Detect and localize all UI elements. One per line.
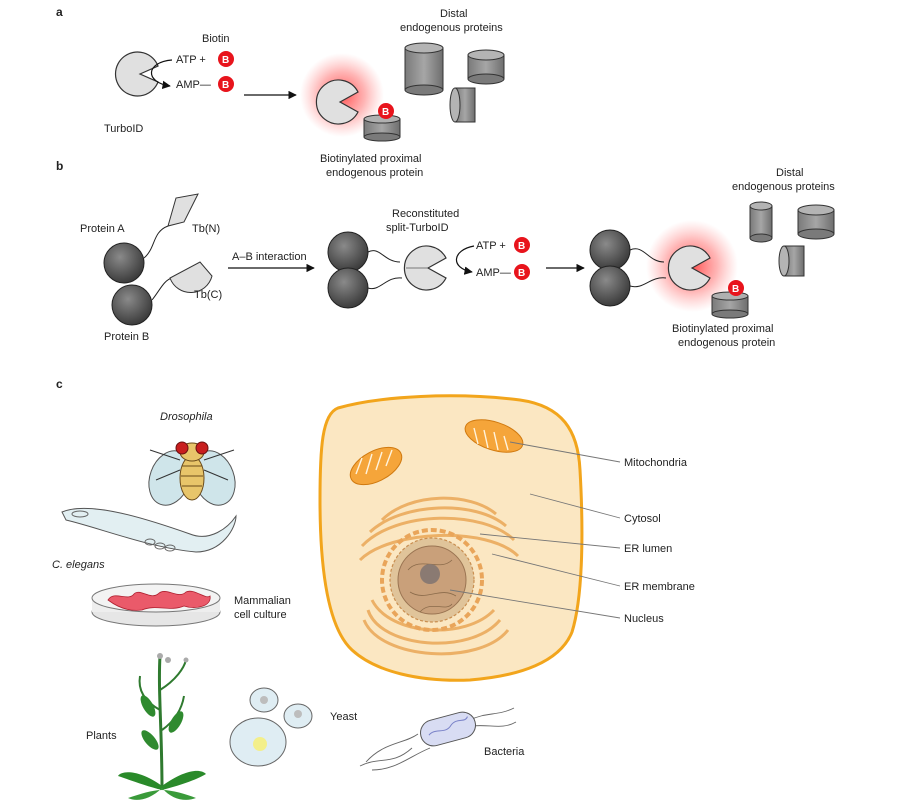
mitochondria-label: Mitochondria [624,457,688,469]
bound-protein-b-icon [327,267,369,309]
drosophila-icon [148,441,236,506]
distal-protein-cylinder-icon [449,87,476,123]
nucleus-label: Nucleus [624,613,664,625]
biotin-badge-amp-b [514,264,530,280]
biotin-badge-atp-b [514,237,530,253]
distal-protein-cylinder-b-icon [797,204,835,240]
proximal-label-line2: endogenous protein [326,167,423,179]
final-protein-b-icon [589,265,631,307]
er-network [358,496,520,656]
er-lumen-label: ER lumen [624,543,672,555]
drosophila-label: Drosophila [160,411,213,423]
biotin-badge-amp [218,76,234,92]
nucleolus [420,564,440,584]
yeast-icon [229,687,313,767]
biotin-badge-amp-b-text: B [518,268,525,279]
protein-a-sphere-icon [103,242,145,284]
final-protein-a-icon [589,229,631,271]
mammalian-line1: Mammalian [234,595,291,607]
curved-arrow-icon [150,59,173,89]
biotin-tag-proximal-b [728,280,744,296]
cell-culture-dish-icon [91,583,221,627]
mammalian-line2: cell culture [234,609,287,621]
proximal-label-line1: Biotinylated proximal [320,153,422,165]
leader-cytosol [529,493,621,519]
mitochondrion-icon [464,419,524,453]
panel-c-letter: c [56,377,63,391]
panel-b: b Protein A Protein B Tb(N) Tb(C) A–B in… [56,159,835,349]
plant-icon [118,653,206,800]
cell-membrane [318,394,584,682]
proximal-protein-cylinder-icon [363,114,401,142]
distal-b-line2: endogenous proteins [732,181,835,193]
linker-a [143,225,169,259]
bacteria-icon [359,707,517,771]
yeast-label: Yeast [330,711,357,723]
biotin-label: Biotin [202,33,230,45]
distal-label-line2: endogenous proteins [400,22,503,34]
tb-c-fragment-icon [169,261,213,294]
amp-label-b: AMP— [476,267,511,279]
biotin-badge-amp-text: B [222,80,229,91]
atp-label: ATP + [176,54,206,66]
turboid-label: TurboID [104,123,143,135]
tb-n-label: Tb(N) [192,223,220,235]
leader-nucleus [449,589,621,619]
protein-a-label: Protein A [80,223,125,235]
protein-b-label: Protein B [104,331,149,343]
final-linkers [629,248,667,288]
distal-protein-cylinder-icon [404,42,444,96]
cell-diagram: Mitochondria Cytosol ER lumen ER membran… [318,394,695,682]
turboid-bound-icon [315,79,359,125]
biotin-badge-atp-b-text: B [518,241,525,252]
biotin-badge-atp-text: B [222,55,229,66]
proximal-b-line1: Biotinylated proximal [672,323,774,335]
distal-protein-cylinder-b-icon [749,201,773,243]
protein-b-sphere-icon [111,284,153,326]
bacteria-label: Bacteria [484,746,525,758]
tb-c-label: Tb(C) [194,289,222,301]
panel-b-letter: b [56,159,63,173]
mitochondrion-icon [349,446,403,486]
tb-n-fragment-icon [167,193,199,227]
bound-linkers [367,250,403,290]
turboid-enzyme-icon [114,51,159,97]
proximal-b-line2: endogenous protein [678,337,775,349]
er-membrane-label: ER membrane [624,581,695,593]
biotin-tag-proximal-text: B [382,107,389,118]
distal-protein-cylinder-b-icon [778,245,805,277]
final-turboid-icon [667,245,711,291]
distal-b-line1: Distal [776,167,804,179]
proximal-protein-cylinder-b-icon [711,291,749,319]
c-elegans-icon [61,507,237,553]
panel-a-letter: a [56,5,63,19]
panel-c: c Drosophila C. elegans [52,377,695,800]
recon-label-line2: split-TurboID [386,222,449,234]
biotin-tag-proximal-b-text: B [732,284,739,295]
cytosol-label: Cytosol [624,513,661,525]
leader-mitochondria [509,441,621,463]
c-elegans-label: C. elegans [52,559,105,571]
distal-protein-cylinder-icon [467,49,505,85]
curved-arrow-icon [455,245,475,275]
leader-er-membrane [491,553,621,587]
plants-label: Plants [86,730,117,742]
interaction-label: A–B interaction [232,251,307,263]
linker-b [151,277,173,301]
panel-a: a TurboID Biotin ATP + B AMP— B B Biotin… [56,5,505,179]
amp-label: AMP— [176,79,211,91]
atp-label-b: ATP + [476,240,506,252]
biotin-tag-proximal [378,103,394,119]
er-lumen-ring [380,528,484,632]
biotin-badge-atp [218,51,234,67]
leader-er-lumen [479,533,621,549]
recon-label-line1: Reconstituted [392,208,459,220]
bound-protein-a-icon [327,231,369,273]
distal-label-line1: Distal [440,8,468,20]
